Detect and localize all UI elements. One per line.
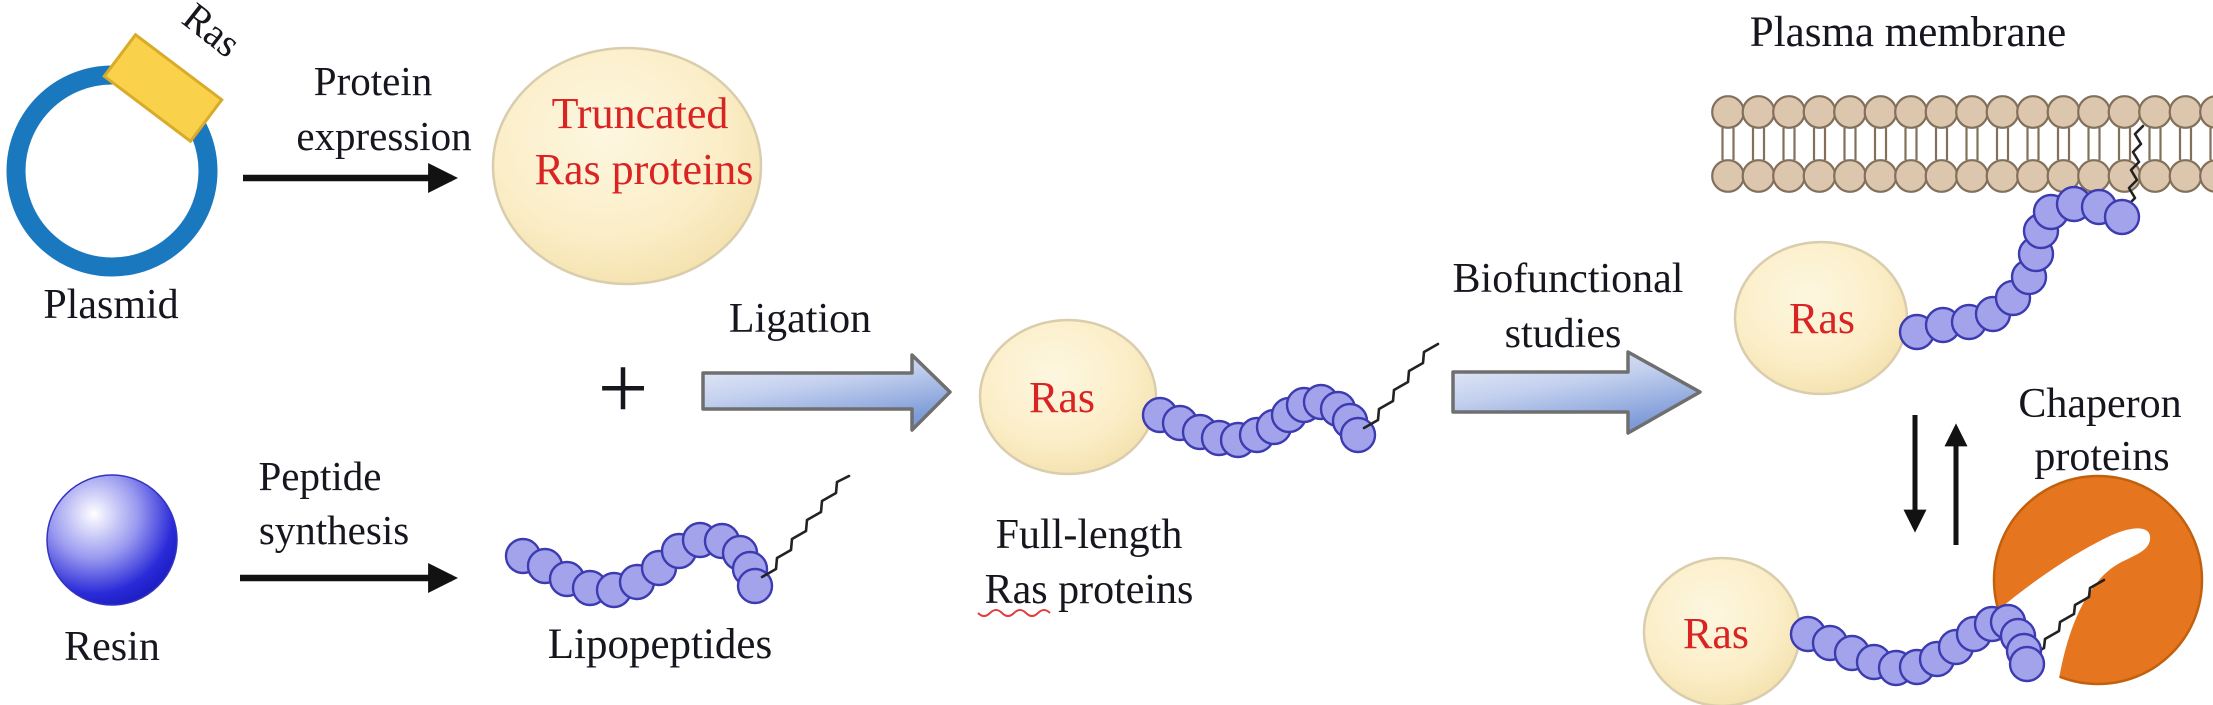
protein-expression-label-line2: expression xyxy=(296,113,471,159)
peptide-synthesis-step: Peptide synthesis xyxy=(240,453,458,593)
lipid-bilayer xyxy=(1711,95,2213,193)
protein-expression-step: Protein expression xyxy=(243,58,472,193)
truncated-ras-label-line1: Truncated xyxy=(552,89,729,138)
chaperon-label-line1: Chaperon xyxy=(2018,381,2181,427)
biofunctional-label-line1: Biofunctional xyxy=(1453,256,1684,302)
membrane-ras-label: Ras xyxy=(1789,294,1855,343)
ligation-label: Ligation xyxy=(729,296,871,342)
lipopeptide-group: Lipopeptides xyxy=(504,474,851,668)
ras-gene-segment xyxy=(102,32,224,144)
plasma-membrane-label: Plasma membrane xyxy=(1750,9,2066,56)
full-length-caption-line2: Ras proteins xyxy=(985,567,1194,613)
resin-label: Resin xyxy=(64,624,160,670)
lipopeptide-chain xyxy=(504,521,774,609)
chaperon-label-line2: proteins xyxy=(2034,434,2169,480)
equilibrium-arrows xyxy=(1903,415,1968,545)
plasma-membrane-group: Plasma membrane xyxy=(1711,9,2213,193)
biofunctional-block-arrow xyxy=(1451,350,1702,435)
peptide-synthesis-label-line2: synthesis xyxy=(259,507,409,553)
chaperon-group: Chaperon proteins xyxy=(1992,381,2204,692)
biofunctional-step: Biofunctional studies xyxy=(1451,256,1702,435)
plus-sign: + xyxy=(598,339,649,438)
ligation-block-arrow xyxy=(701,353,952,432)
resin-group: Resin xyxy=(46,474,178,670)
spellcheck-squiggle xyxy=(977,609,1051,617)
lipopeptides-label: Lipopeptides xyxy=(548,621,773,668)
full-length-caption-line1: Full-length xyxy=(996,512,1183,558)
chaperon-bound-ras-group: Ras xyxy=(1642,556,2106,705)
full-length-ras-group: Ras Full-length Ras proteins xyxy=(977,318,1440,617)
chaperon-lipid-tail xyxy=(2028,578,2106,658)
full-length-peptide-chain xyxy=(1141,383,1377,459)
peptide-synthesis-label-line1: Peptide xyxy=(259,453,382,499)
ras-gene-label: Ras xyxy=(174,0,249,66)
chaperon-ras-peptide-chain xyxy=(1789,603,2046,687)
resin-bead xyxy=(46,474,178,606)
protein-expression-label-line1: Protein xyxy=(314,58,432,104)
truncated-ras-label-line2: Ras proteins xyxy=(535,145,754,194)
truncated-ras-blob xyxy=(491,46,763,286)
plasmid-label: Plasmid xyxy=(43,282,178,328)
membrane-anchor-lipid-tail xyxy=(2125,124,2145,208)
truncated-ras-group: Truncated Ras proteins xyxy=(491,46,763,286)
plasmid-group: Ras Plasmid xyxy=(6,0,249,328)
membrane-bound-ras-group: Ras xyxy=(1733,124,2145,396)
membrane-ras-peptide-chain xyxy=(1898,185,2141,351)
full-length-ras-blob xyxy=(978,318,1158,476)
full-length-ras-label: Ras xyxy=(1029,373,1095,422)
chaperon-ras-label: Ras xyxy=(1683,609,1749,658)
lipopeptide-lipid-tail xyxy=(760,474,851,579)
biofunctional-label-line2: studies xyxy=(1505,311,1622,357)
full-length-lipid-tail xyxy=(1362,342,1440,430)
ligation-step: Ligation xyxy=(701,296,952,432)
